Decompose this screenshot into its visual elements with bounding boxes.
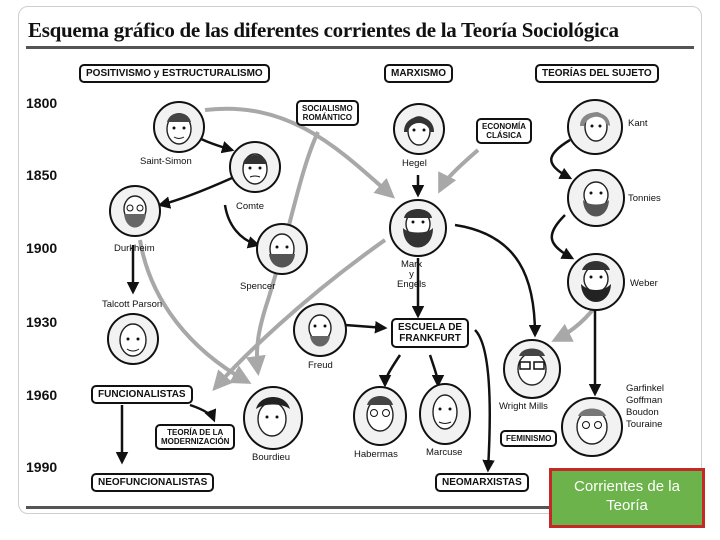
box-marxismo: MARXISMO xyxy=(384,64,453,83)
bourdieu-portrait xyxy=(243,386,303,450)
box-modernizacion-line2: MODERNIZACIÓN xyxy=(161,437,230,446)
callout-line2: Teoría xyxy=(606,497,648,514)
label-marx-engels: Marx y Engels xyxy=(397,260,426,290)
marx-engels-portrait xyxy=(389,199,447,257)
bottom-rule xyxy=(26,506,694,509)
label-boudon: Boudon xyxy=(626,407,659,418)
box-escuela-line1: ESCUELA DE xyxy=(398,322,463,333)
tonnies-portrait xyxy=(567,169,625,227)
hegel-portrait xyxy=(393,103,445,155)
label-touraine: Touraine xyxy=(626,419,663,430)
label-tonnies: Tonnies xyxy=(628,193,661,204)
label-bourdieu: Bourdieu xyxy=(252,452,291,463)
callout-line1: Corrientes de la xyxy=(574,478,680,495)
talcott-parson-portrait xyxy=(107,313,159,365)
box-funcionalistas: FUNCIONALISTAS xyxy=(91,385,193,404)
durkheim-portrait xyxy=(109,185,161,237)
marcuse-portrait xyxy=(419,383,471,445)
weber-portrait xyxy=(567,253,625,311)
label-kant: Kant xyxy=(628,118,648,129)
label-weber: Weber xyxy=(630,278,658,289)
box-economia-clasica: ECONOMÍA CLÁSICA xyxy=(476,118,532,144)
label-hegel: Hegel xyxy=(402,158,427,169)
comte-portrait xyxy=(229,141,281,193)
label-garfinkel-group: Garfinkel Goffman Boudon Touraine xyxy=(626,383,664,431)
habermas-portrait xyxy=(353,386,407,446)
freud-portrait xyxy=(293,303,347,357)
garfinkel-group-portrait xyxy=(561,397,623,457)
label-goffman: Goffman xyxy=(626,395,663,406)
label-freud: Freud xyxy=(308,360,333,371)
year-1990: 1990 xyxy=(26,459,58,475)
spencer-portrait xyxy=(256,223,308,275)
year-1900: 1900 xyxy=(26,240,58,256)
label-wright-mills: Wright Mills xyxy=(499,401,548,412)
label-marx: Marx xyxy=(400,259,423,270)
box-teorias-sujeto: TEORÍAS DEL SUJETO xyxy=(535,64,659,83)
box-escuela-frankfurt: ESCUELA DE FRANKFURT xyxy=(391,318,470,348)
label-talcott-parson: Talcott Parson xyxy=(102,299,163,310)
label-saint-simon: Saint-Simon xyxy=(140,156,192,167)
box-economia-line1: ECONOMÍA xyxy=(482,122,526,131)
box-socialismo-line2: ROMÁNTICO xyxy=(302,113,352,122)
box-neomarxistas: NEOMARXISTAS xyxy=(435,473,529,492)
label-spencer: Spencer xyxy=(240,281,276,292)
box-economia-line2: CLÁSICA xyxy=(486,131,522,140)
year-1960: 1960 xyxy=(26,387,58,403)
title-rule xyxy=(26,46,694,49)
box-modernizacion-line1: TEORÍA DE LA xyxy=(167,428,224,437)
callout-corrientes: Corrientes de la Teoría xyxy=(549,468,705,528)
year-1800: 1800 xyxy=(26,95,58,111)
box-escuela-line2: FRANKFURT xyxy=(399,333,461,344)
wright-mills-portrait xyxy=(503,339,561,399)
year-1850: 1850 xyxy=(26,167,58,183)
box-positivismo: POSITIVISMO y ESTRUCTURALISMO xyxy=(79,64,270,83)
diagram-title: Esquema gráfico de las diferentes corrie… xyxy=(28,18,619,42)
box-teoria-modernizacion: TEORÍA DE LA MODERNIZACIÓN xyxy=(155,424,236,450)
label-marcuse: Marcuse xyxy=(426,447,463,458)
label-habermas: Habermas xyxy=(354,449,398,460)
box-socialismo-line1: SOCIALISMO xyxy=(302,104,353,113)
label-garfinkel: Garfinkel xyxy=(626,383,665,394)
box-socialismo-romantico: SOCIALISMO ROMÁNTICO xyxy=(296,100,359,126)
label-engels: Engels xyxy=(397,279,427,290)
label-comte: Comte xyxy=(236,201,264,212)
label-durkheim: Durkheim xyxy=(114,243,155,254)
box-neofuncionalistas: NEOFUNCIONALISTAS xyxy=(91,473,215,492)
box-feminismo: FEMINISMO xyxy=(500,430,558,447)
label-marx-y: y xyxy=(409,269,414,280)
year-1930: 1930 xyxy=(26,314,58,330)
saint-simon-portrait xyxy=(153,101,205,153)
kant-portrait xyxy=(567,99,623,155)
